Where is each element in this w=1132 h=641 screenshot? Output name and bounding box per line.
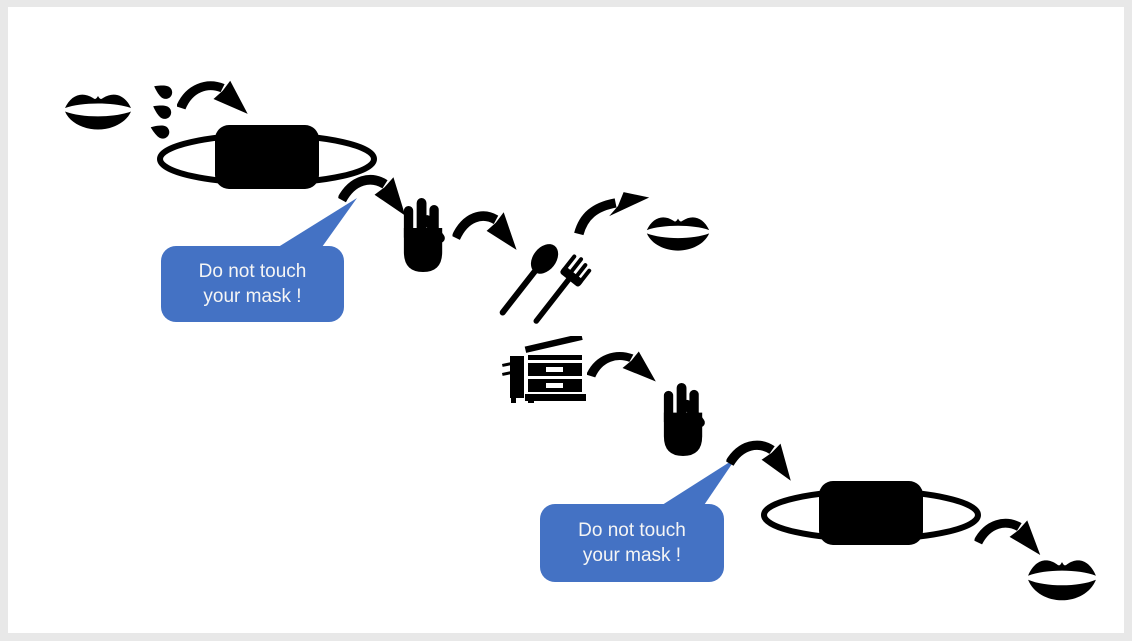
callout-text-line1: Do not touch <box>198 260 307 282</box>
callout-tail <box>636 451 750 515</box>
surgical-mask-icon <box>758 478 984 548</box>
callout-do-not-touch-2: Do not touch your mask ! <box>540 504 724 582</box>
callout-tail <box>251 193 369 255</box>
callout-text-line2: your mask ! <box>582 545 682 566</box>
callout-text-line2: your mask ! <box>203 286 302 307</box>
lips-icon <box>1025 554 1099 602</box>
copier-icon <box>502 336 588 404</box>
curved-arrow-icon <box>451 205 525 257</box>
callout-text-line1: Do not touch <box>578 519 686 541</box>
callout-do-not-touch-1: Do not touch your mask ! <box>161 246 344 322</box>
curved-arrow-icon <box>587 349 661 387</box>
curved-arrow-icon <box>973 512 1049 561</box>
curved-arrow-icon <box>574 189 654 237</box>
curved-arrow-icon <box>177 78 253 120</box>
lips-icon <box>62 89 134 131</box>
lips-icon <box>644 212 712 252</box>
hand-icon <box>657 382 713 459</box>
slide-canvas: Do not touch your mask ! Do not touch yo… <box>8 7 1124 633</box>
